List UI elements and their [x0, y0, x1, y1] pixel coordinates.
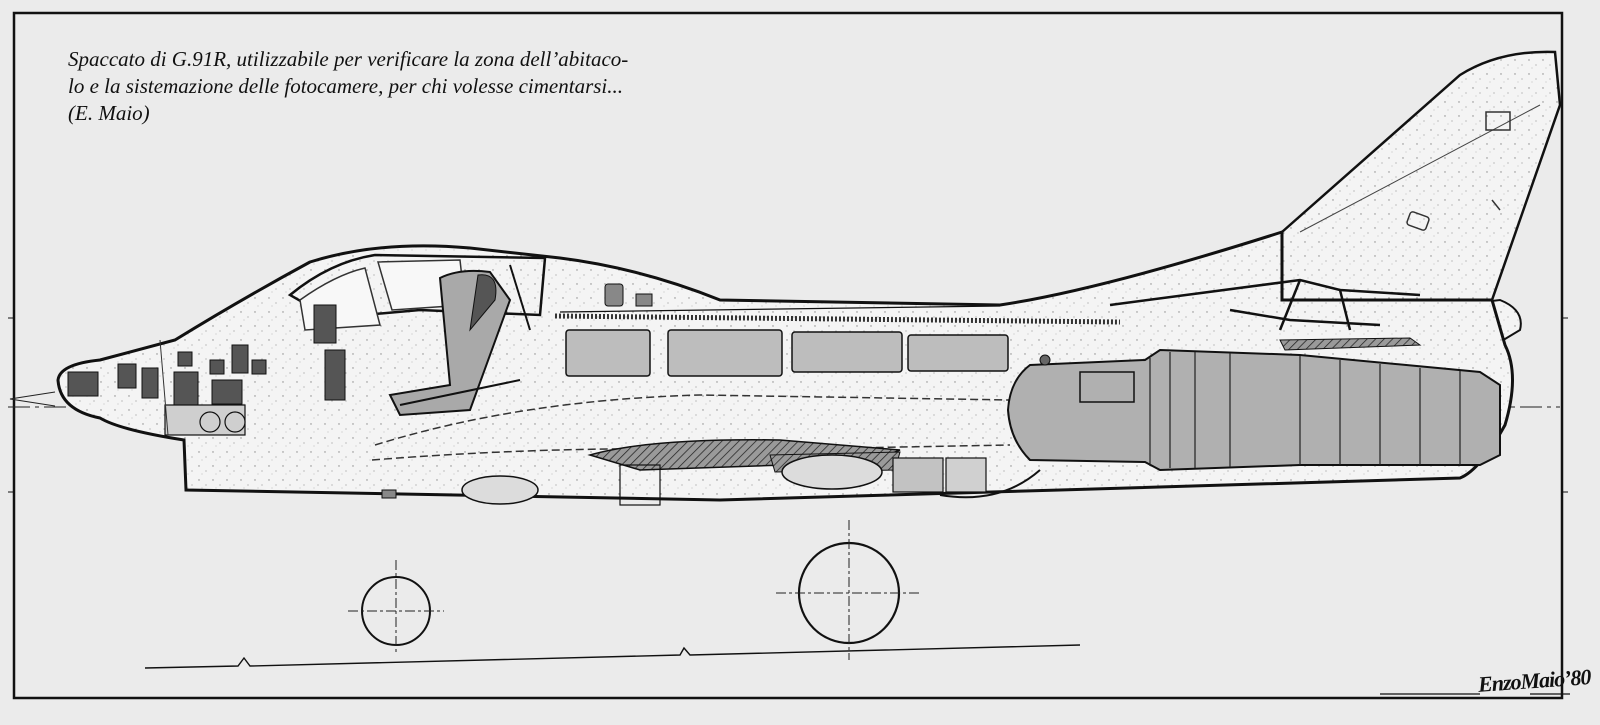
nose-arrow: [9, 391, 56, 407]
canopy-frame: [287, 253, 547, 320]
belly-bay: [892, 457, 944, 493]
caption: Spaccato di G.91R, utilizzabile per veri…: [68, 46, 848, 127]
nose-cone-line: [159, 339, 169, 436]
ground-line: [144, 644, 1081, 669]
jet-engine: [1006, 348, 1501, 472]
dorsal-equipment: [604, 283, 653, 307]
engine-rings: [1149, 352, 1461, 468]
belly-tank-aft: [781, 454, 883, 490]
nose-avionics: [67, 304, 346, 409]
frame-border: [12, 11, 1564, 700]
fuel-tanks: [565, 329, 1009, 377]
nose-wheel: [348, 560, 444, 655]
caption-line-1: Spaccato di G.91R, utilizzabile per veri…: [68, 47, 629, 71]
main-wheel: [776, 520, 922, 660]
fin-access-panel: [1485, 111, 1511, 131]
engine-accessory-box: [1079, 371, 1135, 403]
tail-fin: [1280, 50, 1562, 302]
caption-line-2: lo e la sistemazione delle fotocamere, p…: [68, 74, 624, 98]
caption-line-3: (E. Maio): [68, 101, 150, 125]
fin-antenna-panel: [1406, 211, 1430, 231]
camera-ports: [164, 404, 246, 436]
belly-tank-forward: [461, 475, 539, 505]
tail-linkages: [1109, 278, 1421, 331]
intake-duct: [374, 394, 1011, 446]
